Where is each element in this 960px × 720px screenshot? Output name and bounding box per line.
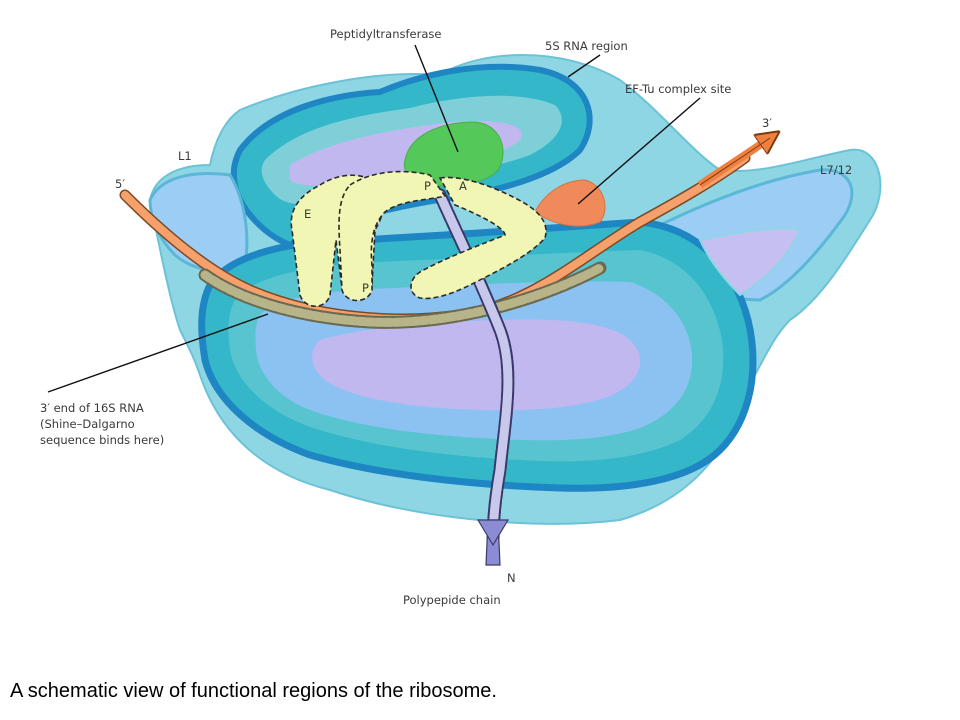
polypeptide-arrowhead bbox=[476, 519, 510, 547]
label-site-p-bottom: P bbox=[362, 281, 369, 295]
leader-16s-rna bbox=[47, 313, 269, 393]
label-16s-line2: (Shine–Dalgarno bbox=[40, 417, 135, 431]
label-polypeptide: Polypepide chain bbox=[403, 593, 501, 607]
label-peptidyltransferase: Peptidyltransferase bbox=[330, 27, 441, 41]
leader-peptidyltransferase bbox=[414, 44, 459, 153]
small-subunit-lavender bbox=[312, 319, 641, 411]
label-site-e: E bbox=[304, 207, 311, 221]
label-l1: L1 bbox=[178, 149, 192, 163]
label-eftu: EF-Tu complex site bbox=[625, 82, 731, 96]
figure-caption: A schematic view of functional regions o… bbox=[10, 680, 497, 702]
eftu-site bbox=[534, 179, 606, 227]
label-5prime: 5′ bbox=[115, 177, 125, 191]
label-site-p-top: P bbox=[424, 179, 431, 193]
label-3prime-top: 3′ bbox=[762, 116, 772, 130]
leader-5s-rna bbox=[567, 54, 601, 78]
label-l712: L7/12 bbox=[820, 163, 852, 177]
label-16s-line3: sequence binds here) bbox=[40, 433, 164, 447]
rna16s-band-fill bbox=[200, 263, 605, 327]
small-subunit-lavender-right bbox=[698, 227, 802, 297]
trna-a-site bbox=[410, 176, 547, 300]
label-n-terminus: N bbox=[507, 571, 516, 585]
trna-p-site bbox=[338, 170, 447, 302]
leader-eftu bbox=[577, 97, 701, 205]
label-16s-line1: 3′ end of 16S RNA bbox=[40, 401, 144, 415]
label-5s-rna: 5S RNA region bbox=[545, 39, 628, 53]
mrna-3prime-outline bbox=[699, 137, 771, 186]
label-site-a: A bbox=[459, 179, 467, 193]
